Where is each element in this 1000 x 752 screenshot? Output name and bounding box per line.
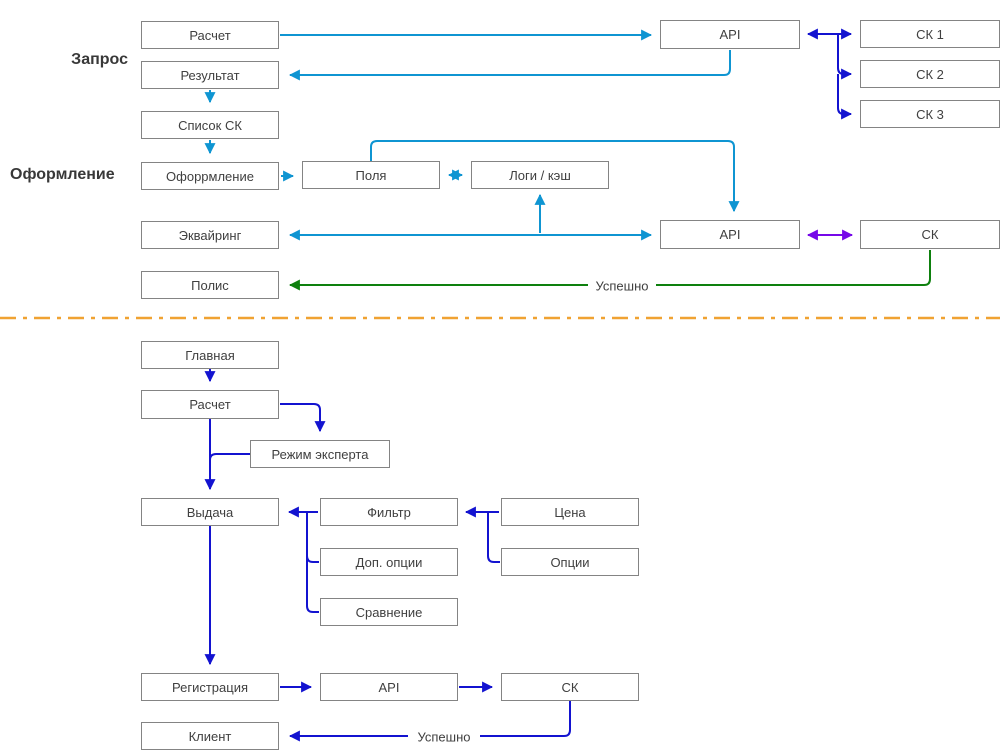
- edge-branch-to-sk3: [837, 74, 853, 120]
- section-label-oformlenie: Оформление: [10, 166, 115, 183]
- edge-label-uspeshno-top: Успешно: [588, 278, 656, 294]
- node-polya: Поля: [302, 161, 440, 189]
- node-tsena: Цена: [501, 498, 639, 526]
- node-rezultat: Результат: [141, 61, 279, 89]
- edge-sk-uspeshno-bottom-right-segment: [480, 701, 571, 737]
- edge-api-to-rezultat: [288, 50, 731, 81]
- node-raschet-top: Расчет: [141, 21, 279, 49]
- node-api-mid: API: [660, 220, 800, 249]
- node-sk1: СК 1: [860, 20, 1000, 48]
- edge-branch-to-sk2: [837, 34, 853, 80]
- edge-branch-to-sravnenie: [306, 512, 319, 613]
- node-sk-mid: СК: [860, 220, 1000, 249]
- edge-rezhim-backlink: [209, 453, 250, 461]
- node-dop-optsii: Доп. опции: [320, 548, 458, 576]
- edge-branch-to-optsii: [487, 512, 500, 563]
- node-filtr: Фильтр: [320, 498, 458, 526]
- edge-branch-to-dop-optsii: [306, 555, 319, 563]
- node-raschet-bottom: Расчет: [141, 390, 279, 419]
- node-sk-bottom: СК: [501, 673, 639, 701]
- node-vydacha: Выдача: [141, 498, 279, 526]
- node-glavnaya: Главная: [141, 341, 279, 369]
- node-rezhim-eksperta: Режим эксперта: [250, 440, 390, 468]
- node-ekvayring: Эквайринг: [141, 221, 279, 249]
- edge-polya-to-api-mid: [370, 140, 740, 213]
- node-sk3: СК 3: [860, 100, 1000, 128]
- edge-sk-uspeshno-right-segment: [656, 250, 931, 286]
- edge-label-uspeshno-bottom: Успешно: [410, 729, 478, 745]
- section-label-zapros: Запрос: [71, 51, 128, 68]
- node-sk2: СК 2: [860, 60, 1000, 88]
- node-api-top: API: [660, 20, 800, 49]
- node-oformlenie: Офоррмление: [141, 162, 279, 190]
- node-api-bottom: API: [320, 673, 458, 701]
- node-sravnenie: Сравнение: [320, 598, 458, 626]
- node-klient: Клиент: [141, 722, 279, 750]
- node-spisok-sk: Список СК: [141, 111, 279, 139]
- node-polis: Полис: [141, 271, 279, 299]
- edge-raschet-to-rezhim: [280, 403, 326, 433]
- node-logi-kesh: Логи / кэш: [471, 161, 609, 189]
- node-registratsiya: Регистрация: [141, 673, 279, 701]
- node-optsii: Опции: [501, 548, 639, 576]
